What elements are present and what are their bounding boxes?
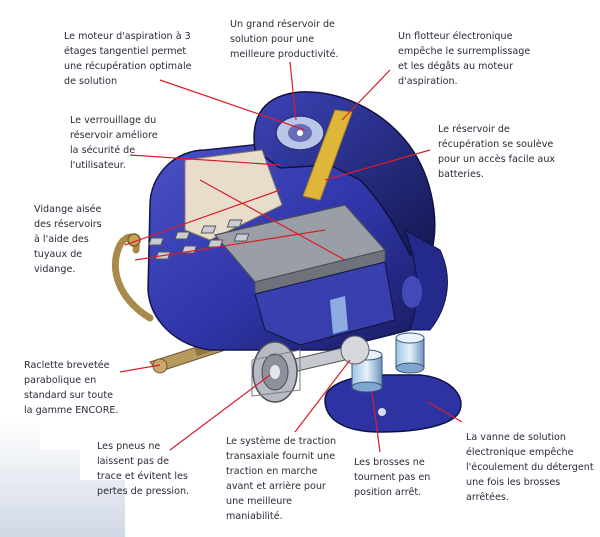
background-steps xyxy=(0,420,125,537)
callout-solution-valve: La vanne de solution électronique empêch… xyxy=(466,432,594,503)
accent-strip xyxy=(302,109,353,201)
tank-liner xyxy=(184,149,283,241)
transaxle xyxy=(251,335,370,403)
callout-drain: Vidange aisée des réservoirs à l'aide de… xyxy=(34,204,102,275)
callout-tires: Les pneus ne laissent pas de trace et év… xyxy=(97,441,190,497)
solution-tank-wall xyxy=(254,261,396,346)
callout-solution-tank: Un grand réservoir de solution pour une … xyxy=(230,19,339,60)
callout-brushes: Les brosses ne tournent pas en position … xyxy=(354,457,431,498)
front-panel xyxy=(404,228,448,331)
callout-recovery-tank: Le réservoir de récupération se soulève … xyxy=(438,124,556,180)
brush-right xyxy=(395,332,425,374)
callout-aspiration-motor: Le moteur d'aspiration à 3 étages tangen… xyxy=(64,31,192,87)
drain-hose xyxy=(112,233,154,322)
callout-squeegee: Raclette brevetée parabolique en standar… xyxy=(24,360,119,416)
callout-traction: Le système de traction transaxiale fourn… xyxy=(226,436,337,522)
callout-tank-lock: Le verrouillage du réservoir améliore la… xyxy=(70,115,158,171)
callout-float: Un flotteur électronique empêche le surr… xyxy=(398,31,531,87)
aspiration-motor xyxy=(275,115,325,151)
leader-lines xyxy=(119,61,463,453)
